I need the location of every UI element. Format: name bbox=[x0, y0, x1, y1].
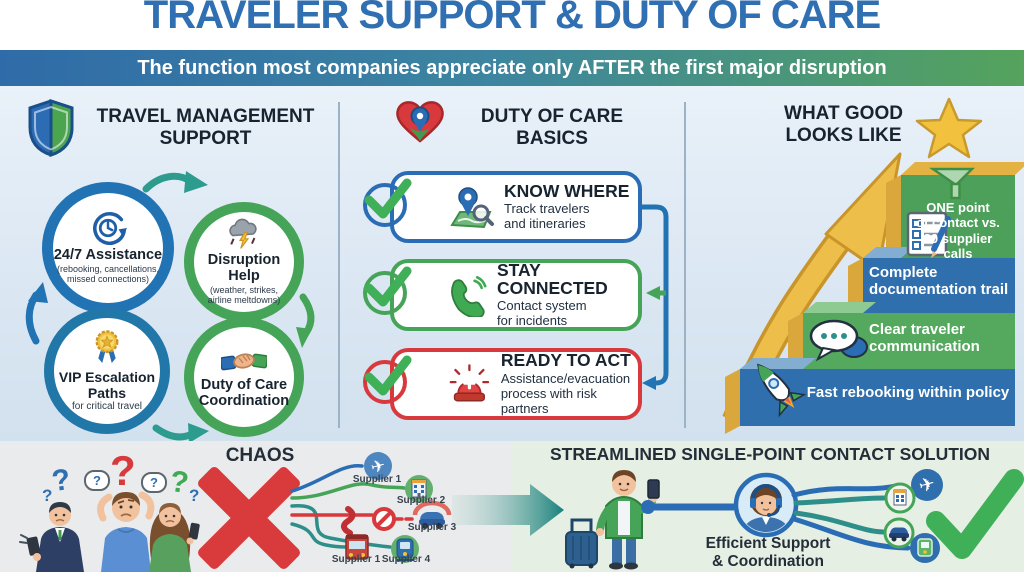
check-ring-2 bbox=[363, 271, 407, 315]
question-bubble: ? bbox=[141, 472, 167, 493]
box-subtitle: Assistance/evacuation process with risk … bbox=[500, 370, 631, 416]
supplier-label: Supplier 1 bbox=[352, 474, 402, 485]
supplier-label: Supplier 4 bbox=[381, 554, 431, 565]
plane-icon: ✈ bbox=[364, 452, 392, 480]
chat-bubbles-icon bbox=[809, 319, 868, 362]
car-icon bbox=[412, 500, 452, 529]
column-divider-right bbox=[684, 102, 686, 428]
confused-man-suit-figure bbox=[19, 502, 84, 572]
circle-title: Duty of Care Coordination bbox=[198, 377, 290, 409]
check-icon bbox=[364, 266, 412, 307]
check-icon bbox=[364, 355, 412, 396]
supplier-label: Supplier 3 bbox=[407, 522, 457, 533]
question-mark: ? bbox=[110, 447, 136, 494]
circle-disruption-help: Disruption Help (weather, strikes, airli… bbox=[184, 202, 304, 322]
step-label-2: Complete documentation trail bbox=[869, 264, 1009, 299]
bus-icon bbox=[345, 534, 369, 560]
box-title: STAY CONNECTED bbox=[496, 259, 608, 299]
phone-signal-icon bbox=[451, 275, 487, 317]
question-mark: ? bbox=[150, 475, 158, 490]
hotel-icon bbox=[884, 482, 916, 514]
svg-text:✈: ✈ bbox=[916, 472, 937, 497]
transition-arrow-icon bbox=[452, 484, 564, 536]
agent-label: Efficient Support & Coordination bbox=[705, 535, 831, 570]
header: TRAVELER SUPPORT & DUTY OF CARE bbox=[0, 0, 1024, 50]
box-subtitle: Track travelers and itineraries bbox=[504, 201, 590, 232]
subtitle-banner: The function most companies appreciate o… bbox=[0, 50, 1024, 86]
bottom-graphics: ✈ bbox=[19, 452, 1024, 572]
circle-subtitle: (rebooking, cancellations, missed connec… bbox=[56, 264, 160, 285]
clock-refresh-icon bbox=[93, 212, 127, 246]
chaos-title: CHAOS bbox=[225, 445, 295, 466]
box-ready-to-act: READY TO ACT Assistance/evacuation proce… bbox=[390, 348, 642, 420]
support-agent-icon bbox=[733, 472, 799, 538]
question-bubble: ? bbox=[84, 470, 110, 491]
connector-dot bbox=[641, 500, 655, 514]
circle-24-7-assistance: 24/7 Assistance (rebooking, cancellation… bbox=[42, 182, 174, 314]
circle-subtitle: for critical travel bbox=[71, 401, 142, 413]
staircase-graphic bbox=[722, 152, 1024, 434]
flow-connector bbox=[642, 204, 669, 390]
circle-vip-escalation: VIP Escalation Paths for critical travel bbox=[44, 308, 170, 434]
storm-lightning-icon bbox=[229, 218, 257, 249]
question-mark: ? bbox=[93, 473, 101, 488]
circle-duty-coordination: Duty of Care Coordination bbox=[184, 317, 304, 437]
box-title: KNOW WHERE bbox=[504, 180, 630, 201]
heart-pin-icon bbox=[396, 101, 444, 143]
step-label-1: ONE point of contact vs. 20 supplier cal… bbox=[916, 200, 1000, 261]
no-entry-icon bbox=[372, 507, 396, 531]
svg-text:✈: ✈ bbox=[369, 455, 388, 478]
confused-woman-figure bbox=[149, 503, 200, 572]
plane-icon: ✈ bbox=[911, 469, 943, 501]
shield-icon bbox=[28, 99, 74, 157]
medal-icon bbox=[95, 330, 119, 364]
question-mark: ? bbox=[189, 486, 200, 505]
box-subtitle: Contact system for incidents bbox=[496, 298, 587, 329]
cycle-arrows-icon bbox=[25, 171, 315, 441]
circle-title: Disruption Help bbox=[207, 252, 281, 285]
box-know-where: KNOW WHERE Track travelers and itinerari… bbox=[390, 171, 642, 243]
question-mark: ? bbox=[49, 462, 73, 499]
subtitle-text: The function most companies appreciate o… bbox=[137, 56, 887, 79]
column-divider-left bbox=[338, 102, 340, 428]
check-ring-3 bbox=[363, 360, 407, 404]
checklist-pen-icon bbox=[906, 211, 951, 258]
tangled-lines bbox=[290, 464, 416, 549]
right-column-title: WHAT GOOD LOOKS LIKE bbox=[784, 103, 903, 146]
train-icon bbox=[910, 533, 940, 563]
main-graphics bbox=[25, 152, 1024, 441]
circle-title: VIP Escalation Paths bbox=[58, 369, 156, 401]
star-icon bbox=[915, 97, 983, 159]
car-icon bbox=[883, 517, 915, 549]
confused-man-sweater-figure bbox=[97, 491, 155, 572]
success-check-icon bbox=[926, 469, 1024, 559]
supplier-label: Supplier 2 bbox=[396, 495, 446, 506]
check-ring-1 bbox=[363, 183, 407, 227]
handshake-icon bbox=[221, 353, 267, 371]
traveler-figure bbox=[565, 470, 660, 570]
circle-title: 24/7 Assistance bbox=[53, 247, 163, 264]
red-x-icon bbox=[198, 467, 300, 569]
train-icon bbox=[391, 535, 419, 563]
siren-icon bbox=[449, 364, 490, 402]
map-pin-search-icon bbox=[450, 187, 494, 229]
rocket-icon bbox=[757, 363, 807, 418]
supplier-label: Supplier 1 bbox=[331, 554, 381, 565]
step-label-4: Fast rebooking within policy bbox=[806, 384, 1010, 401]
hotel-icon bbox=[405, 475, 433, 503]
middle-column-title: DUTY OF CARE BASICS bbox=[480, 106, 624, 149]
page-title: TRAVELER SUPPORT & DUTY OF CARE bbox=[143, 0, 881, 37]
question-mark: ? bbox=[42, 486, 53, 505]
circle-subtitle: (weather, strikes, airline meltdowns) bbox=[207, 285, 281, 306]
check-icon bbox=[364, 178, 412, 219]
left-column-title: TRAVEL MANAGEMENT SUPPORT bbox=[96, 106, 315, 149]
box-title: READY TO ACT bbox=[500, 350, 631, 371]
step-label-3: Clear traveler communication bbox=[869, 321, 980, 356]
solution-title: STREAMLINED SINGLE-POINT CONTACT SOLUTIO… bbox=[549, 444, 991, 464]
box-stay-connected: STAY CONNECTED Contact system for incide… bbox=[390, 259, 642, 331]
funnel-icon bbox=[929, 167, 976, 200]
